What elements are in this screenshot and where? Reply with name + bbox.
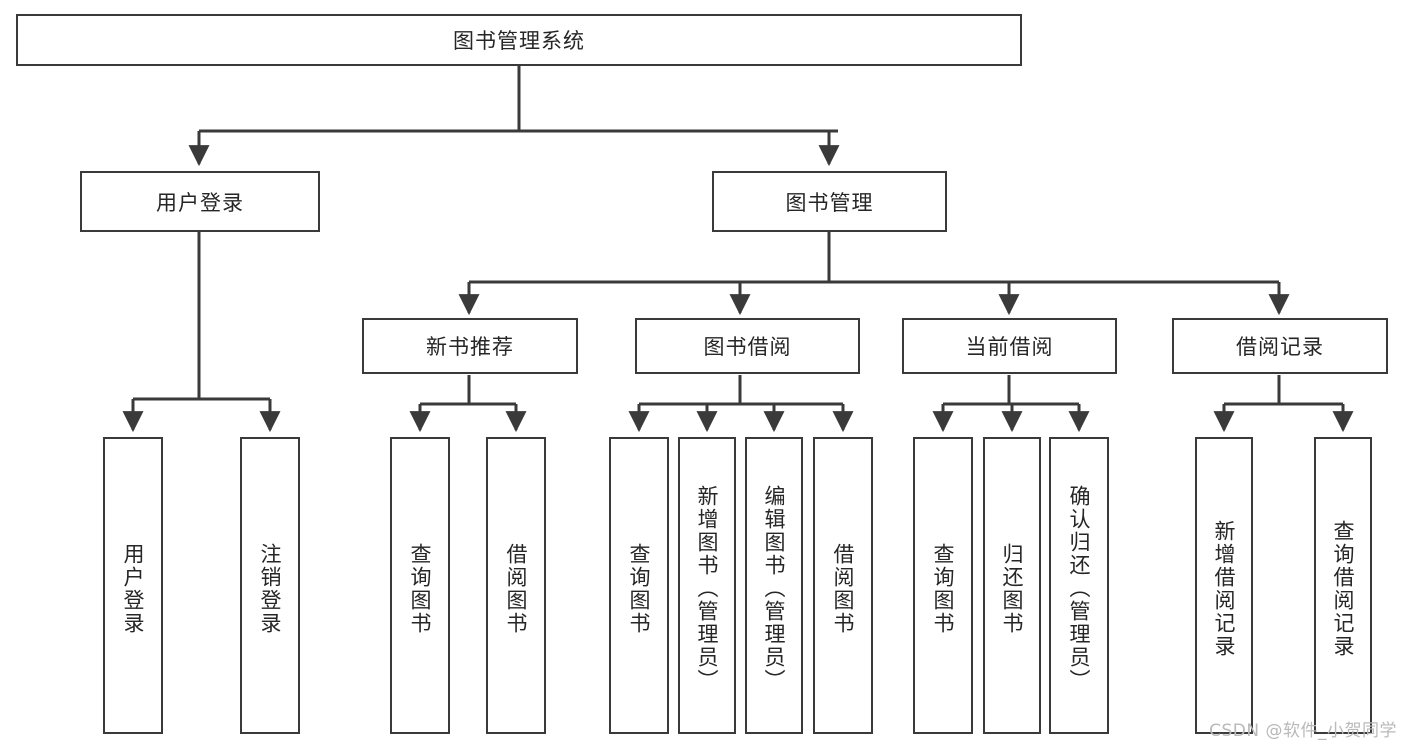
- leaf-user-login-signout[interactable]: 注销登录: [240, 437, 300, 734]
- leaf-record-add-borrow-record[interactable]: 新增借阅记录: [1195, 437, 1253, 734]
- node-label: 用户登录: [156, 190, 244, 215]
- node-new-book-recommend[interactable]: 新书推荐: [362, 318, 578, 374]
- leaf-current-return-book[interactable]: 归还图书: [983, 437, 1041, 734]
- leaf-current-query-book[interactable]: 查询图书: [913, 437, 973, 734]
- node-label: 新增图书（管理员）: [695, 485, 720, 692]
- node-label: 用户登录: [121, 542, 146, 635]
- leaf-new-book-borrow[interactable]: 借阅图书: [486, 437, 546, 734]
- node-label: 图书管理系统: [453, 29, 585, 53]
- node-label: 新增借阅记录: [1212, 519, 1237, 658]
- node-label: 借阅图书: [831, 542, 856, 635]
- leaf-new-book-query[interactable]: 查询图书: [390, 437, 450, 734]
- leaf-borrow-add-book-admin[interactable]: 新增图书（管理员）: [678, 437, 736, 734]
- node-label: 图书借阅: [703, 335, 792, 359]
- node-borrow-record[interactable]: 借阅记录: [1172, 318, 1388, 374]
- node-book-borrow[interactable]: 图书借阅: [635, 318, 860, 374]
- node-label: 查询图书: [627, 542, 652, 635]
- node-current-borrow[interactable]: 当前借阅: [902, 318, 1117, 374]
- node-book-management[interactable]: 图书管理: [712, 171, 947, 232]
- node-label: 当前借阅: [965, 335, 1054, 359]
- leaf-user-login-signin[interactable]: 用户登录: [103, 437, 163, 734]
- leaf-borrow-borrow-book[interactable]: 借阅图书: [813, 437, 873, 734]
- node-label: 编辑图书（管理员）: [762, 485, 787, 692]
- node-label: 借阅记录: [1236, 335, 1324, 359]
- node-label: 注销登录: [258, 542, 283, 635]
- node-user-login[interactable]: 用户登录: [80, 171, 320, 232]
- leaf-borrow-query-book[interactable]: 查询图书: [609, 437, 669, 734]
- leaf-current-confirm-return-admin[interactable]: 确认归还（管理员）: [1049, 437, 1109, 734]
- leaf-borrow-edit-book-admin[interactable]: 编辑图书（管理员）: [745, 437, 803, 734]
- leaf-record-query-borrow-record[interactable]: 查询借阅记录: [1314, 437, 1372, 734]
- watermark-csdn: CSDN @软件_小贺同学: [1209, 721, 1397, 741]
- node-label: 确认归还（管理员）: [1067, 485, 1092, 692]
- node-label: 借阅图书: [504, 542, 529, 635]
- node-label: 查询图书: [408, 542, 433, 635]
- node-label: 新书推荐: [426, 335, 514, 359]
- node-root-book-management-system[interactable]: 图书管理系统: [16, 14, 1022, 66]
- node-label: 查询借阅记录: [1331, 519, 1356, 658]
- node-label: 查询图书: [931, 542, 956, 635]
- node-label: 归还图书: [1000, 542, 1025, 635]
- node-label: 图书管理: [785, 190, 874, 215]
